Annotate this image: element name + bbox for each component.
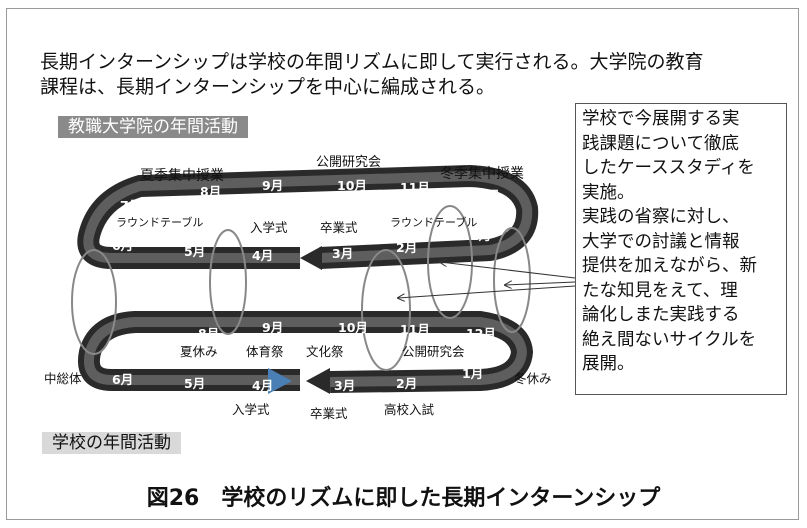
intro-line-2: 課程は、長期インターンシップを中心に編成される。 (40, 76, 496, 98)
upper-month-label: 3月 (332, 246, 353, 261)
loop-right (427, 205, 473, 319)
upper-ring (77, 165, 539, 270)
note-pointers (398, 262, 576, 298)
note-line: 提供を加えながら、新 (582, 256, 757, 276)
intro-line-1: 長期インターンシップは学校の年間リズムに即して実行される。大学院の教育 (40, 51, 704, 73)
upper-cycle-title: 教職大学院の年間活動 (58, 116, 248, 138)
loop-center-right (361, 249, 411, 371)
upper-event-open-research: 公開研究会 (316, 155, 381, 170)
note-line: 大学での討議と情報 (582, 231, 740, 252)
upper-event-entrance: 入学式 (250, 220, 288, 235)
upper-month-label: 7月 (120, 198, 141, 213)
loop-left (71, 249, 117, 355)
figure-frame (6, 8, 799, 520)
lower-ring-events: 夏休み 体育祭 文化祭 公開研究会 中総体 冬休み 入学式 卒業式 高校入試 (44, 344, 552, 421)
upper-month-label: 11月 (400, 180, 430, 195)
explanation-box: 学校で今展開する実 践課題について徹底 したケーススタディを 実施。 実践の省察… (575, 103, 787, 395)
lower-month-label: 9月 (262, 320, 283, 335)
upper-month-label: 4月 (252, 248, 273, 263)
upper-month-label: 1月 (470, 228, 491, 243)
intro-text: 長期インターンシップは学校の年間リズムに即して実行される。大学院の教育 課程は、… (40, 50, 780, 100)
lower-month-label: 12月 (466, 326, 496, 341)
upper-month-label: 9月 (262, 178, 283, 193)
lower-month-label: 2月 (396, 376, 417, 391)
note-line: したケーススタディを (582, 158, 755, 178)
lower-month-label: 11月 (400, 322, 430, 337)
loop-far-right (493, 227, 531, 333)
lower-month-label: 4月 (252, 378, 273, 393)
note-line: たな知見をえて、理 (582, 280, 738, 301)
lower-event-sports: 体育祭 (246, 344, 284, 359)
upper-month-label: 5月 (184, 244, 205, 259)
note-line: 展開。 (582, 354, 635, 374)
cycle-loops (71, 205, 531, 371)
lower-month-label: 8月 (198, 326, 219, 341)
note-line: 実施。 (582, 182, 635, 203)
lower-event-hs-exam: 高校入試 (384, 402, 435, 417)
lower-month-label: 5月 (184, 376, 205, 391)
lower-event-culture: 文化祭 (306, 344, 344, 359)
loop-center-left (209, 229, 247, 335)
note-line: 論化しまた実践する (582, 305, 740, 325)
lower-event-summer-break: 夏休み (180, 344, 218, 359)
upper-event-roundtable-right: ラウンドテーブル (390, 215, 477, 229)
upper-event-winter: 冬季集中授業 (440, 165, 524, 182)
lower-event-entrance: 入学式 (232, 402, 270, 417)
lower-event-winter-break: 冬休み (514, 371, 552, 386)
upper-ring-months: 7月 8月 9月 10月 11月 12月 1月 2月 3月 4月 5月 6月 (112, 178, 500, 263)
upper-event-roundtable-left: ラウンドテーブル (116, 215, 203, 229)
upper-ring-arrowhead (300, 246, 322, 270)
lower-month-label: 1月 (462, 366, 483, 381)
upper-event-summer: 夏季集中授業 (140, 167, 224, 184)
lower-month-label: 10月 (338, 320, 368, 335)
lower-ring-arrowhead (306, 368, 330, 394)
note-line: 学校で今展開する実 (582, 109, 740, 129)
lower-month-label: 7月 (118, 336, 139, 351)
lower-ring-months: 7月 8月 9月 10月 11月 12月 1月 2月 3月 4月 5月 6月 (112, 320, 496, 393)
lower-month-label: 3月 (334, 378, 355, 393)
upper-month-label: 8月 (200, 184, 221, 199)
note-line: 実践の省察に対し、 (582, 207, 740, 227)
upper-ring-events: 夏季集中授業 公開研究会 冬季集中授業 ラウンドテーブル ラウンドテーブル 入学… (116, 155, 524, 235)
lower-month-label: 6月 (112, 372, 133, 387)
upper-month-label: 12月 (470, 188, 500, 203)
lower-event-open-research: 公開研究会 (402, 344, 465, 359)
lower-event-middle-meet: 中総体 (44, 371, 82, 386)
lower-ring (78, 311, 533, 394)
upper-month-label: 10月 (337, 178, 367, 193)
lower-event-graduation: 卒業式 (310, 406, 348, 421)
upper-month-label: 6月 (112, 238, 133, 253)
figure-caption: 図26 学校のリズムに即した長期インターンシップ (146, 486, 661, 511)
upper-event-graduation: 卒業式 (320, 220, 358, 235)
lower-cycle-title: 学校の年間活動 (42, 432, 181, 454)
upper-month-label: 2月 (396, 240, 417, 255)
lower-ring-blue-marker (268, 368, 292, 394)
note-line: 践課題について徹底 (582, 133, 739, 154)
note-line: 絶え間ないサイクルを (582, 329, 757, 350)
